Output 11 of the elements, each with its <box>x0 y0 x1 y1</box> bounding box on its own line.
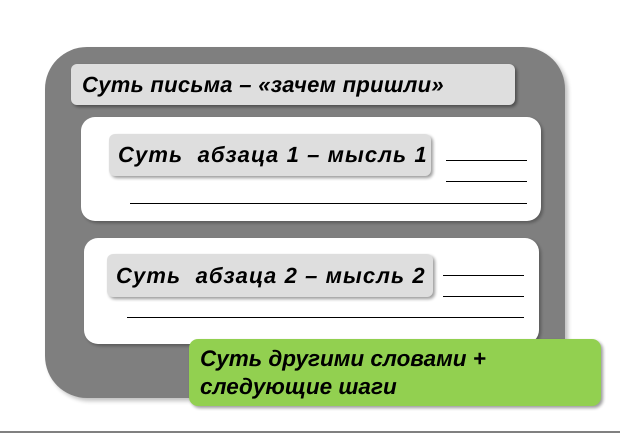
heading-box <box>109 134 431 176</box>
paragraph-card <box>81 117 541 221</box>
heading-text: Суть абзаца 1 – мысль 1 <box>118 141 428 169</box>
summary-text: Суть другими словами + следующие шаги <box>200 344 487 400</box>
rounded-panel <box>45 47 565 398</box>
heading-box <box>71 64 515 105</box>
heading-text: Суть письма – «зачем пришли» <box>82 70 444 98</box>
paragraph-card <box>84 238 539 344</box>
heading-text: Суть абзаца 2 – мысль 2 <box>116 262 426 290</box>
heading-box <box>107 254 433 297</box>
summary-box <box>189 339 601 406</box>
